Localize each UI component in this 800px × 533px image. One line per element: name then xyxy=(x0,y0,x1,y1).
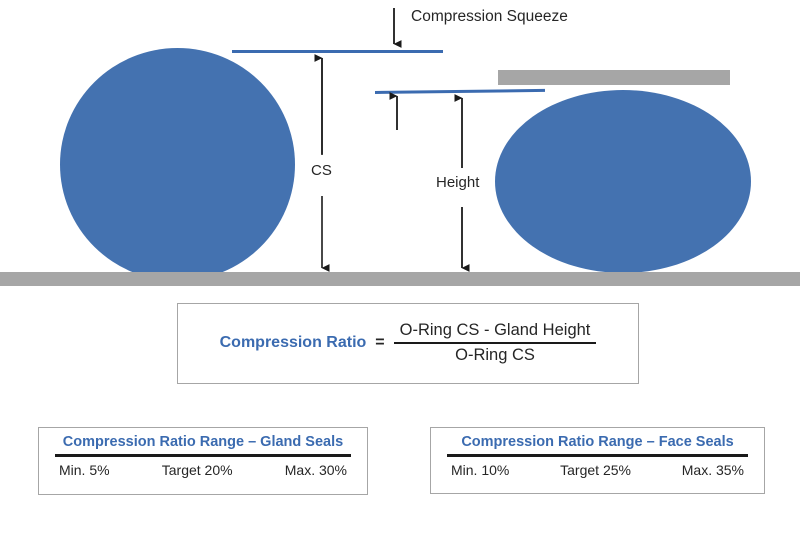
face-seals-target: Target 25% xyxy=(560,461,631,478)
gland-seals-target: Target 20% xyxy=(161,461,233,478)
gland-plate-shape xyxy=(498,70,730,85)
face-seals-max: Max. 35% xyxy=(681,461,744,478)
face-seals-range-title: Compression Ratio Range – Face Seals xyxy=(461,434,734,450)
gland-height-reference-line xyxy=(374,88,546,94)
gland-seals-min: Min. 5% xyxy=(59,461,110,478)
gland-seals-values: Min. 5% Target 20% Max. 30% xyxy=(53,462,353,478)
fraction-bar xyxy=(393,341,597,344)
oring-top-reference-line xyxy=(232,50,443,53)
formula-equals-sign: = xyxy=(375,333,385,351)
compressed-oring-shape xyxy=(495,90,751,273)
face-seals-rule xyxy=(447,454,748,457)
gland-seals-rule xyxy=(55,454,351,457)
compression-squeeze-label: Compression Squeeze xyxy=(411,8,568,25)
uncompressed-oring-shape xyxy=(60,48,295,281)
gland-seals-range-title: Compression Ratio Range – Gland Seals xyxy=(62,434,344,450)
face-seals-min: Min. 10% xyxy=(451,461,510,478)
base-plate-shape xyxy=(0,272,800,286)
formula-numerator: O-Ring CS - Gland Height xyxy=(399,320,591,339)
formula-denominator: O-Ring CS xyxy=(455,345,535,364)
formula-fraction: O-Ring CS - Gland Height O-Ring CS xyxy=(393,320,597,365)
gland-seals-range-box: Compression Ratio Range – Gland Seals Mi… xyxy=(38,427,368,495)
height-label: Height xyxy=(436,174,480,191)
face-seals-values: Min. 10% Target 25% Max. 35% xyxy=(445,462,750,478)
compression-ratio-formula-box: Compression Ratio = O-Ring CS - Gland He… xyxy=(177,303,639,384)
face-seals-range-box: Compression Ratio Range – Face Seals Min… xyxy=(430,427,765,494)
formula-left-hand-side: Compression Ratio xyxy=(219,333,367,351)
gland-seals-max: Max. 30% xyxy=(284,461,347,478)
cs-label: CS xyxy=(311,162,332,179)
